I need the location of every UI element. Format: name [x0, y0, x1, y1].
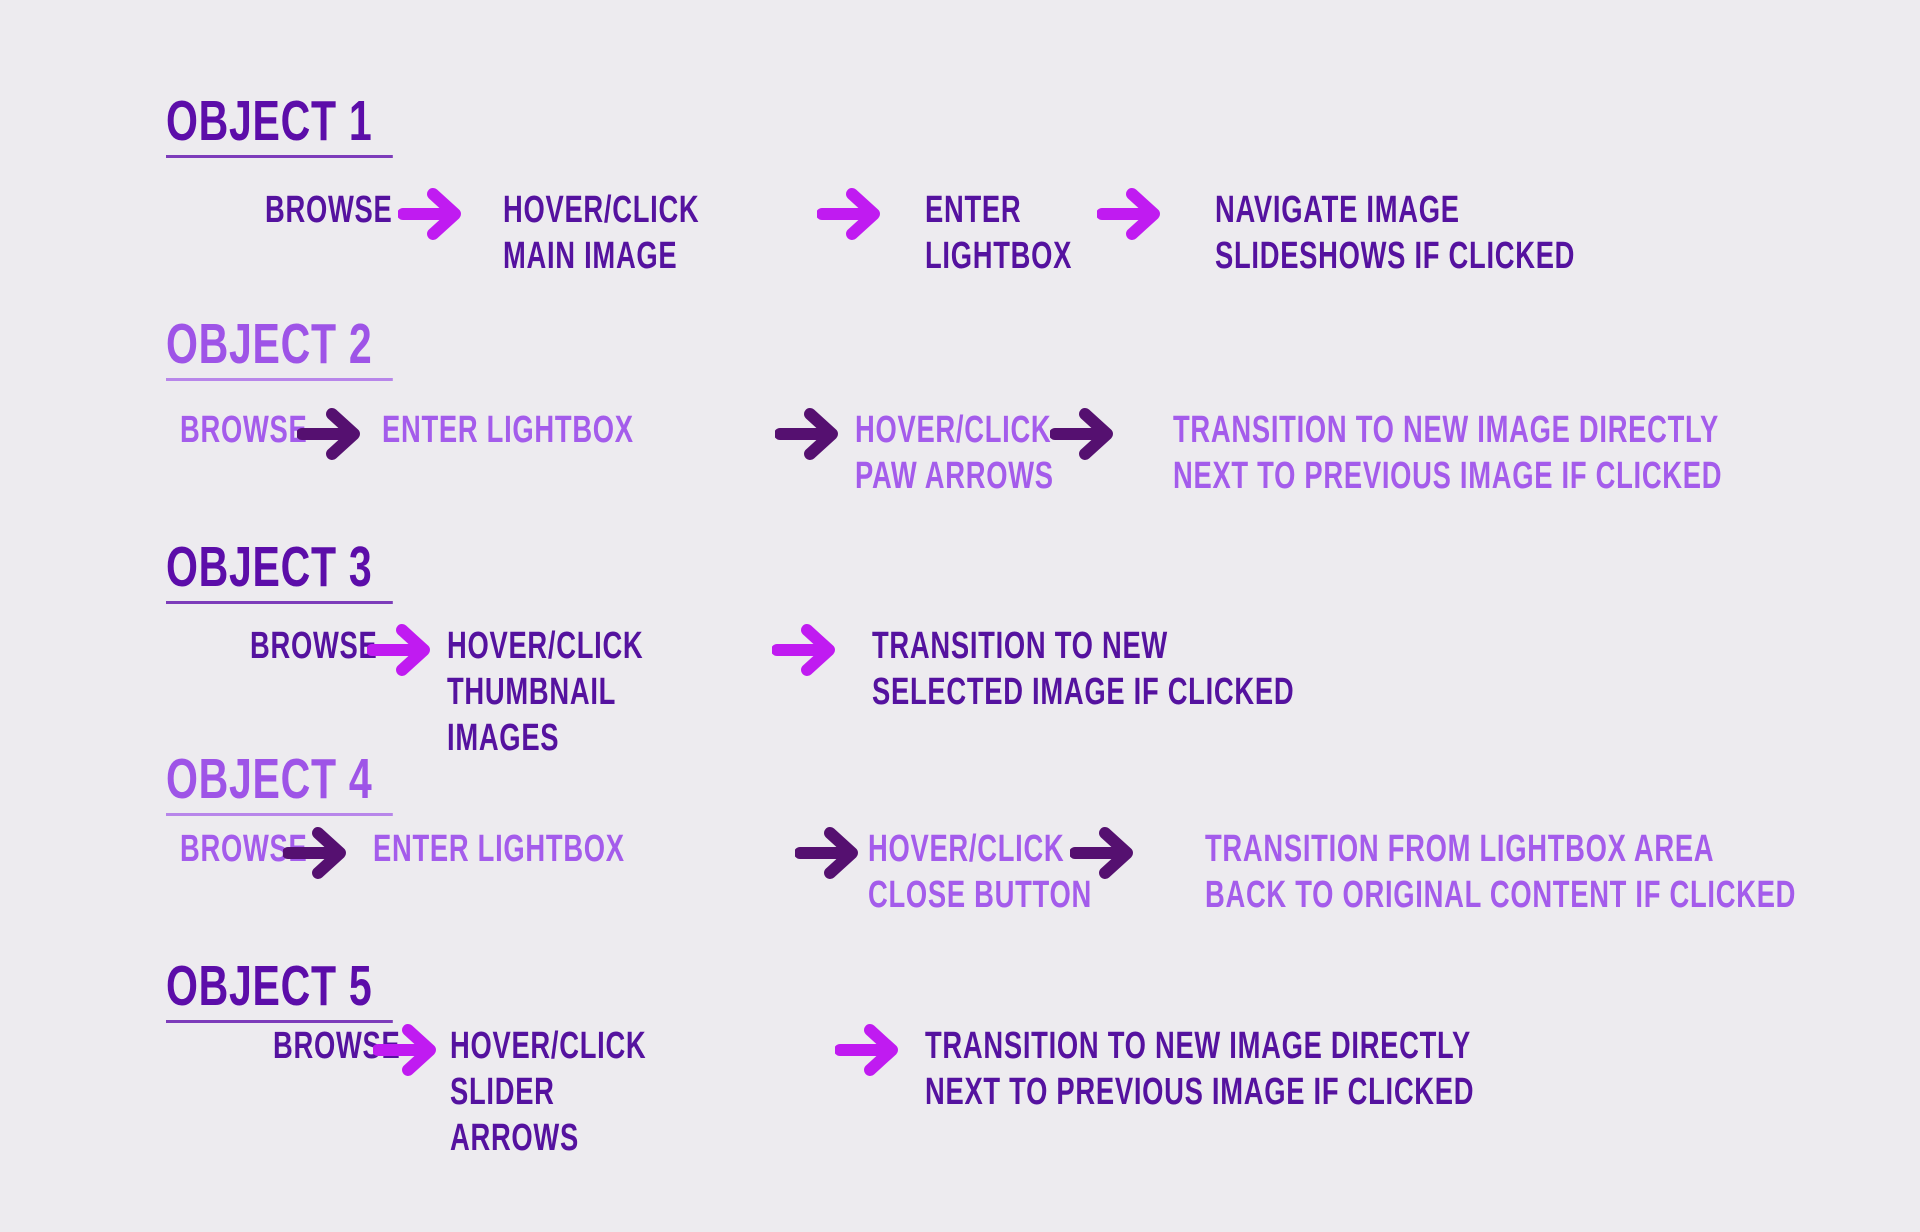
flow-step-line: CLOSE BUTTON	[868, 874, 1092, 916]
flow-step-line: SLIDER	[450, 1071, 555, 1113]
arrow-right-icon	[817, 188, 880, 240]
flow-step: HOVER/CLICK MAIN IMAGE	[503, 187, 699, 279]
object-5-heading: OBJECT 5	[166, 958, 393, 1023]
flow-step: HOVER/CLICK THUMBNAIL IMAGES	[447, 623, 643, 761]
flow-step: BROWSE	[250, 623, 377, 669]
flow-step: TRANSITION FROM LIGHTBOX AREA BACK TO OR…	[1205, 826, 1796, 918]
flow-step: ENTER LIGHTBOX	[373, 826, 625, 872]
arrow-right-icon	[283, 827, 346, 879]
flow-step: TRANSITION TO NEW IMAGE DIRECTLY NEXT TO…	[1173, 407, 1722, 499]
flow-step-line: SLIDESHOWS IF CLICKED	[1215, 235, 1576, 277]
flow-step: ENTER LIGHTBOX	[382, 407, 634, 453]
flow-step-line: ENTER LIGHTBOX	[382, 409, 634, 451]
flow-step-line: HOVER/CLICK	[503, 189, 700, 231]
flow-step-line: THUMBNAIL	[447, 671, 617, 713]
arrow-right-icon	[772, 624, 835, 676]
arrow-right-icon	[367, 624, 430, 676]
flow-step: NAVIGATE IMAGE SLIDESHOWS IF CLICKED	[1215, 187, 1575, 279]
flow-step-line: TRANSITION TO NEW IMAGE DIRECTLY	[1173, 409, 1719, 451]
flow-step-line: BROWSE	[180, 409, 308, 451]
flow-step-line: NEXT TO PREVIOUS IMAGE IF CLICKED	[925, 1071, 1475, 1113]
flow-step-line: TRANSITION FROM LIGHTBOX AREA	[1205, 828, 1715, 870]
flow-step-line: LIGHTBOX	[925, 235, 1073, 277]
flow-step-line: ENTER LIGHTBOX	[373, 828, 625, 870]
flow-step: HOVER/CLICK SLIDER ARROWS	[450, 1023, 646, 1161]
flow-step-line: MAIN IMAGE	[503, 235, 678, 277]
flow-step-line: BROWSE	[250, 625, 378, 667]
flow-step: TRANSITION TO NEW SELECTED IMAGE IF CLIC…	[872, 623, 1294, 715]
flow-step: BROWSE	[180, 407, 307, 453]
arrow-right-icon	[398, 188, 461, 240]
flow-step-line: ENTER	[925, 189, 1022, 231]
flow-step: BROWSE	[265, 187, 392, 233]
flow-step: HOVER/CLICK CLOSE BUTTON	[868, 826, 1092, 918]
flow-step-line: BROWSE	[265, 189, 393, 231]
arrow-right-icon	[1070, 827, 1133, 879]
object-3-heading: OBJECT 3	[166, 539, 393, 604]
flow-step-line: HOVER/CLICK	[447, 625, 644, 667]
flow-step-line: TRANSITION TO NEW	[872, 625, 1168, 667]
flow-step-line: HOVER/CLICK	[855, 409, 1052, 451]
flow-step: HOVER/CLICK PAW ARROWS	[855, 407, 1054, 499]
flow-step: TRANSITION TO NEW IMAGE DIRECTLY NEXT TO…	[925, 1023, 1474, 1115]
arrow-right-icon	[297, 408, 360, 460]
arrow-right-icon	[795, 827, 858, 879]
arrow-right-icon	[835, 1024, 898, 1076]
flow-step-line: BACK TO ORIGINAL CONTENT IF CLICKED	[1205, 874, 1797, 916]
object-1-heading: OBJECT 1	[166, 93, 393, 158]
arrow-right-icon	[1097, 188, 1160, 240]
arrow-right-icon	[373, 1024, 436, 1076]
flow-step: ENTER LIGHTBOX	[925, 187, 1072, 279]
arrow-right-icon	[775, 408, 838, 460]
object-2-heading: OBJECT 2	[166, 316, 393, 381]
flow-step-line: IMAGES	[447, 717, 560, 759]
flow-step-line: SELECTED IMAGE IF CLICKED	[872, 671, 1295, 713]
flow-step-line: NAVIGATE IMAGE	[1215, 189, 1460, 231]
flow-step-line: PAW ARROWS	[855, 455, 1054, 497]
flow-step-line: NEXT TO PREVIOUS IMAGE IF CLICKED	[1173, 455, 1723, 497]
flow-step-line: ARROWS	[450, 1117, 579, 1159]
object-4-heading: OBJECT 4	[166, 751, 393, 816]
arrow-right-icon	[1050, 408, 1113, 460]
flow-step-line: HOVER/CLICK	[450, 1025, 647, 1067]
flow-step-line: HOVER/CLICK	[868, 828, 1065, 870]
flow-step-line: TRANSITION TO NEW IMAGE DIRECTLY	[925, 1025, 1471, 1067]
